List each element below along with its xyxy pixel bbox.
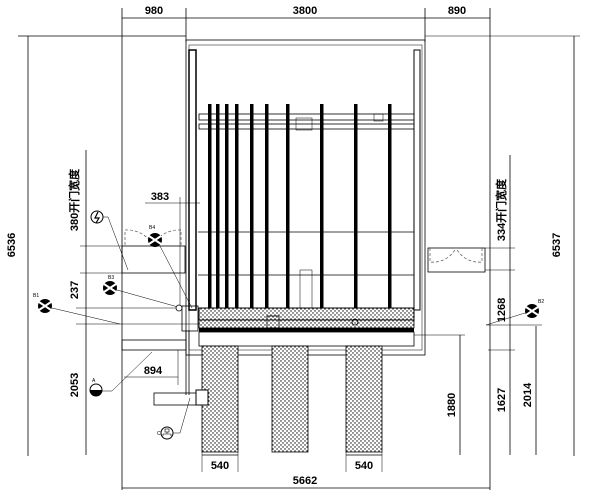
marker-c-network: C [157, 397, 191, 440]
power-outlet-icon [90, 210, 129, 271]
dim-540-left: 540 [211, 460, 229, 472]
marker-b4: B4 [148, 225, 193, 309]
svg-text:B2: B2 [538, 299, 544, 305]
bottom-dimensions: 540 5662 540 [122, 452, 490, 489]
dim-2014: 2014 [522, 382, 534, 407]
vertical-rails [208, 104, 392, 308]
dim-1268: 1268 [496, 298, 508, 322]
svg-text:B3: B3 [108, 275, 114, 281]
dim-3800: 3800 [293, 5, 317, 17]
dim-1627: 1627 [496, 388, 508, 412]
dim-540-right: 540 [355, 460, 373, 472]
svg-text:B4: B4 [149, 225, 155, 231]
dim-5662: 5662 [293, 475, 317, 487]
marker-b2: B2 [485, 299, 544, 326]
dim-left-door-width: 380开门宽度 [67, 168, 81, 231]
dim-right-door-width: 334开门宽度 [494, 178, 508, 241]
dim-2053: 2053 [69, 373, 81, 397]
dim-980: 980 [145, 5, 163, 17]
top-dimensions: 980 3800 890 [121, 5, 491, 490]
left-dimensions: 6536 380开门宽度 237 2053 383 894 [6, 35, 200, 456]
dim-890: 890 [448, 5, 466, 17]
control-cabinet [121, 305, 209, 406]
marker-a: A [89, 351, 153, 397]
dim-383: 383 [151, 191, 169, 203]
markers: B1 B3 B4 B2 A [33, 210, 544, 440]
machine-frame [185, 39, 426, 356]
dim-1880: 1880 [446, 393, 458, 417]
svg-text:B1: B1 [33, 293, 39, 299]
dim-237: 237 [69, 281, 81, 299]
right-door [427, 247, 486, 273]
svg-text:A: A [92, 378, 96, 384]
dim-6537: 6537 [551, 233, 563, 257]
marker-b3: B3 [103, 275, 183, 312]
marker-b1: B1 [33, 293, 121, 325]
svg-text:C: C [157, 431, 161, 437]
right-dimensions: 6537 334开门宽度 1268 1627 2014 1880 [414, 35, 580, 456]
support-pillars [201, 345, 383, 453]
dim-6536: 6536 [6, 233, 18, 257]
dim-894: 894 [144, 365, 163, 377]
